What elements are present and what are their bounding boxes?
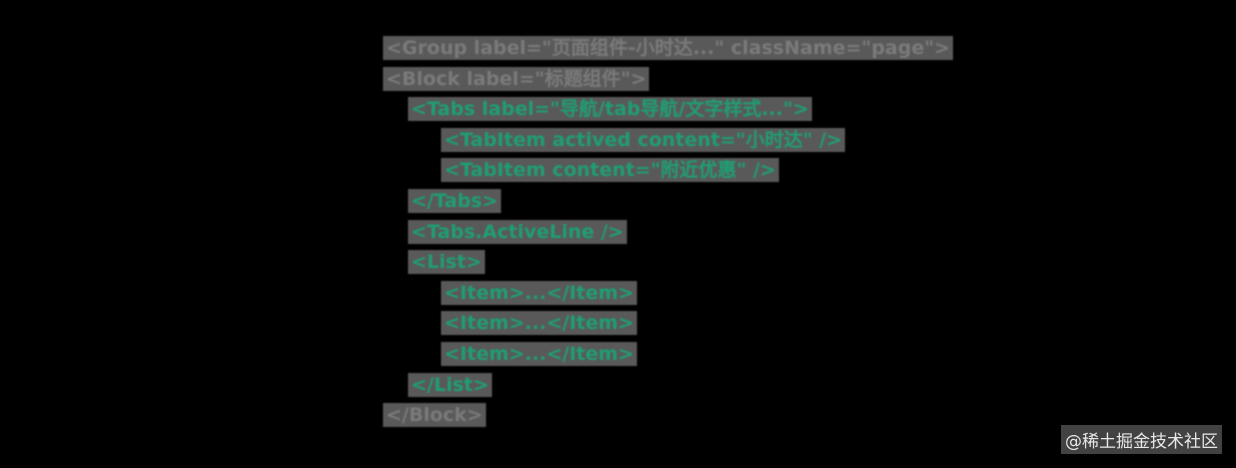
watermark: @稀土掘金技术社区 <box>1061 425 1222 454</box>
code-line-item: <Item>...</Item> <box>383 308 953 339</box>
code-line-tabitem: <TabItem content="附近优惠" /> <box>383 155 953 186</box>
code-line-group-open: <Group label="页面组件-小时达..." className="pa… <box>383 33 954 64</box>
code-line-list-open: <List> <box>383 247 953 278</box>
code-block: <Group label="页面组件-小时达..." className="pa… <box>383 33 954 431</box>
code-line-item: <Item>...</Item> <box>383 278 953 309</box>
code-line-tabitem-active: <TabItem actived content="小时达" /> <box>383 125 953 156</box>
code-line-item: <Item>...</Item> <box>383 339 953 370</box>
code-line-tabs-close: </Tabs> <box>383 186 953 217</box>
code-line-tabs-open: <Tabs label="导航/tab导航/文字样式..."> <box>383 94 953 125</box>
code-line-block-open: <Block label="标题组件"> <box>383 64 953 95</box>
code-line-list-close: </List> <box>383 370 953 401</box>
code-line-active-line: <Tabs.ActiveLine /> <box>383 217 953 248</box>
code-line-block-close: </Block> <box>383 400 953 431</box>
